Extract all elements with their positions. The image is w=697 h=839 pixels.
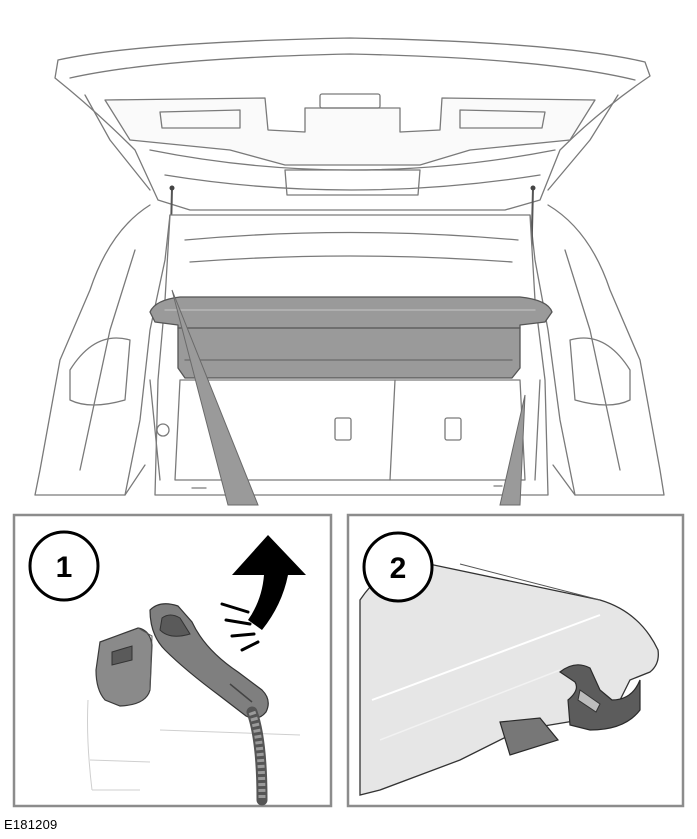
callout-1-badge: [28, 530, 100, 602]
callout-2-number: 2: [390, 552, 407, 585]
callout-1-leader: [171, 289, 259, 506]
callout-2-leader: [499, 394, 526, 506]
figure-reference-code: E181209: [4, 817, 58, 832]
load-cover: [149, 296, 553, 379]
rear-seat-back: [174, 379, 526, 481]
body-left-side: [34, 204, 171, 496]
cover-mounting-clip: [558, 664, 641, 731]
callout-1-number: 1: [56, 551, 73, 584]
detail-panel-1: 1: [12, 513, 333, 808]
detail-panel-2: 2: [346, 513, 685, 808]
vehicle-rear-view: [34, 37, 665, 496]
tailgate-inner-panel: [104, 97, 596, 166]
motion-lines: [220, 602, 260, 652]
callout-2-badge: [362, 531, 434, 603]
body-right-side: [529, 204, 665, 496]
lift-up-arrow: [232, 535, 306, 630]
